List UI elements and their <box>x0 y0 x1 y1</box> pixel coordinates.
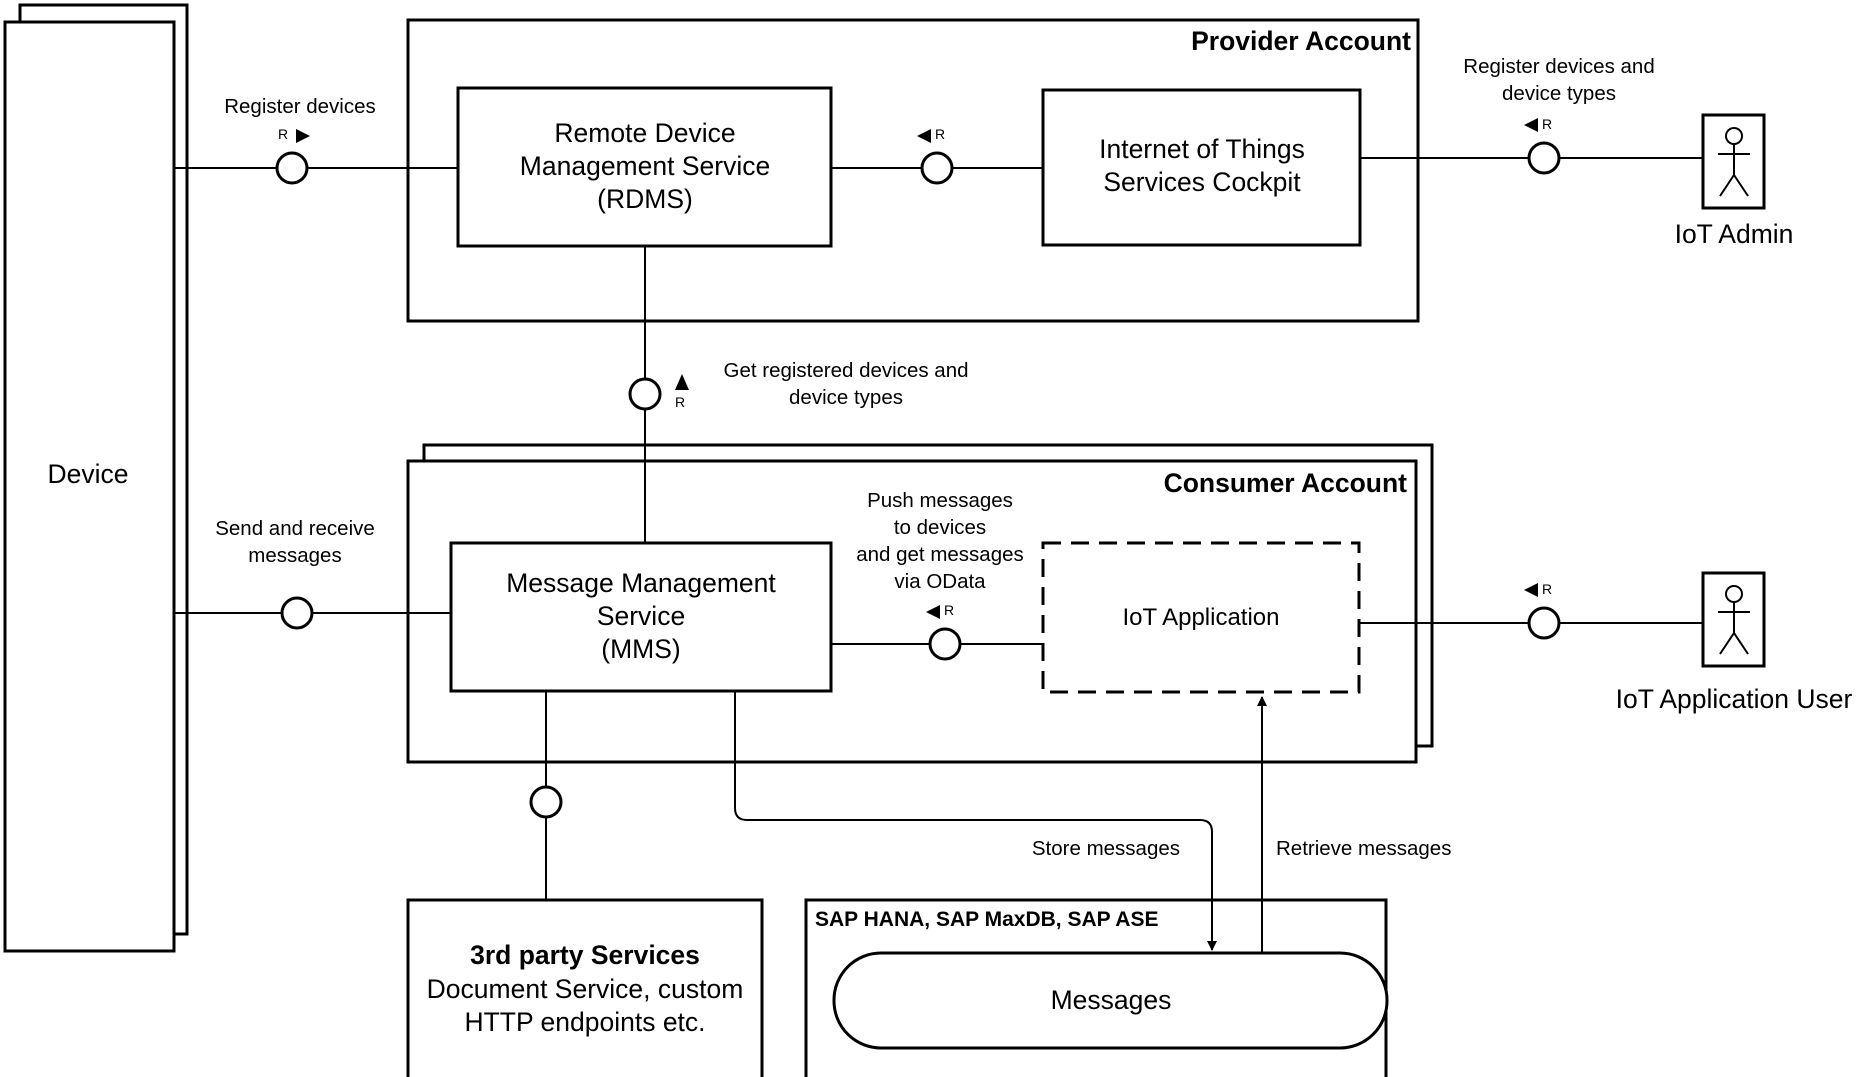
label-register-types-2: device types <box>1502 82 1616 105</box>
triangle-left-icon <box>1524 118 1538 132</box>
label-register-devices: Register devices <box>224 95 376 118</box>
connection-lines <box>174 157 1703 953</box>
triangle-right-icon <box>296 129 310 143</box>
third-party-node: 3rd party Services Document Service, cus… <box>406 898 764 1077</box>
triangle-up-icon <box>675 374 689 390</box>
triangle-left-icon <box>917 129 931 143</box>
database-title: SAP HANA, SAP MaxDB, SAP ASE <box>815 908 1159 931</box>
label-store-messages: Store messages <box>1032 837 1180 860</box>
label-push-4: via OData <box>894 570 986 593</box>
label-register-types-1: Register devices and <box>1463 55 1654 78</box>
label-push-2: to devices <box>894 516 986 539</box>
rdms-label-2: Management Service <box>520 151 770 181</box>
actor-icon <box>1718 127 1750 197</box>
label-retrieve-messages: Retrieve messages <box>1276 837 1451 860</box>
label-get-registered-1: Get registered devices and <box>724 359 969 382</box>
interface-app-user <box>1527 606 1561 640</box>
cockpit-label-2: Services Cockpit <box>1103 167 1301 197</box>
label-push-3: and get messages <box>856 543 1024 566</box>
rdms-label-1: Remote Device <box>554 118 735 148</box>
device-label: Device <box>47 459 128 489</box>
label-send-receive-2: messages <box>248 544 341 567</box>
interface-admin <box>1527 141 1561 175</box>
rdms-label-3: (RDMS) <box>597 184 693 214</box>
third-party-title: 3rd party Services <box>470 940 700 970</box>
request-markers: R R R R R R <box>278 116 1552 619</box>
cockpit-label-1: Internet of Things <box>1099 134 1305 164</box>
provider-account-title: Provider Account <box>1191 26 1411 56</box>
label-send-receive-1: Send and receive <box>215 517 375 540</box>
request-marker: R <box>278 126 288 142</box>
request-marker: R <box>1542 116 1552 132</box>
third-party-line-2: HTTP endpoints etc. <box>464 1007 705 1037</box>
connection-labels: Register devices Register devices and de… <box>215 55 1655 860</box>
mms-node: Message Management Service (MMS) <box>449 541 833 693</box>
actor-icon <box>1718 585 1750 655</box>
mms-label-2: Service <box>597 601 685 631</box>
messages-store-label: Messages <box>1051 985 1172 1015</box>
label-get-registered-2: device types <box>789 386 903 409</box>
consumer-account-title: Consumer Account <box>1164 468 1408 498</box>
store-messages-arrow <box>734 691 1217 951</box>
interface-push-messages <box>928 627 962 661</box>
database-node: SAP HANA, SAP MaxDB, SAP ASE Messages <box>804 898 1389 1077</box>
label-push-1: Push messages <box>867 489 1013 512</box>
third-party-line-1: Document Service, custom <box>427 974 744 1004</box>
iot-admin-actor: IoT Admin <box>1675 113 1794 249</box>
iot-application-label: IoT Application <box>1123 604 1280 631</box>
cockpit-node: Internet of Things Services Cockpit <box>1041 88 1362 247</box>
interfaces <box>275 141 1561 819</box>
mms-label-1: Message Management <box>506 568 776 598</box>
request-marker: R <box>944 602 954 618</box>
device-node: Device <box>3 3 189 953</box>
iot-app-user-actor: IoT Application User <box>1616 571 1853 714</box>
interface-get-registered <box>628 377 662 411</box>
triangle-left-icon <box>926 605 940 619</box>
iot-app-user-label: IoT Application User <box>1616 684 1853 714</box>
triangle-left-icon <box>1524 583 1538 597</box>
interface-send-receive <box>280 596 314 630</box>
request-marker: R <box>1542 581 1552 597</box>
iot-application-node: IoT Application <box>1041 541 1361 694</box>
interface-third-party <box>529 785 563 819</box>
interface-rdms-cockpit <box>920 151 954 185</box>
rdms-node: Remote Device Management Service (RDMS) <box>456 86 833 248</box>
messages-store <box>832 951 1389 1050</box>
request-marker: R <box>675 394 685 410</box>
interface-register-devices <box>275 151 309 185</box>
iot-admin-label: IoT Admin <box>1675 219 1794 249</box>
mms-label-3: (MMS) <box>601 634 680 664</box>
request-marker: R <box>935 126 945 142</box>
